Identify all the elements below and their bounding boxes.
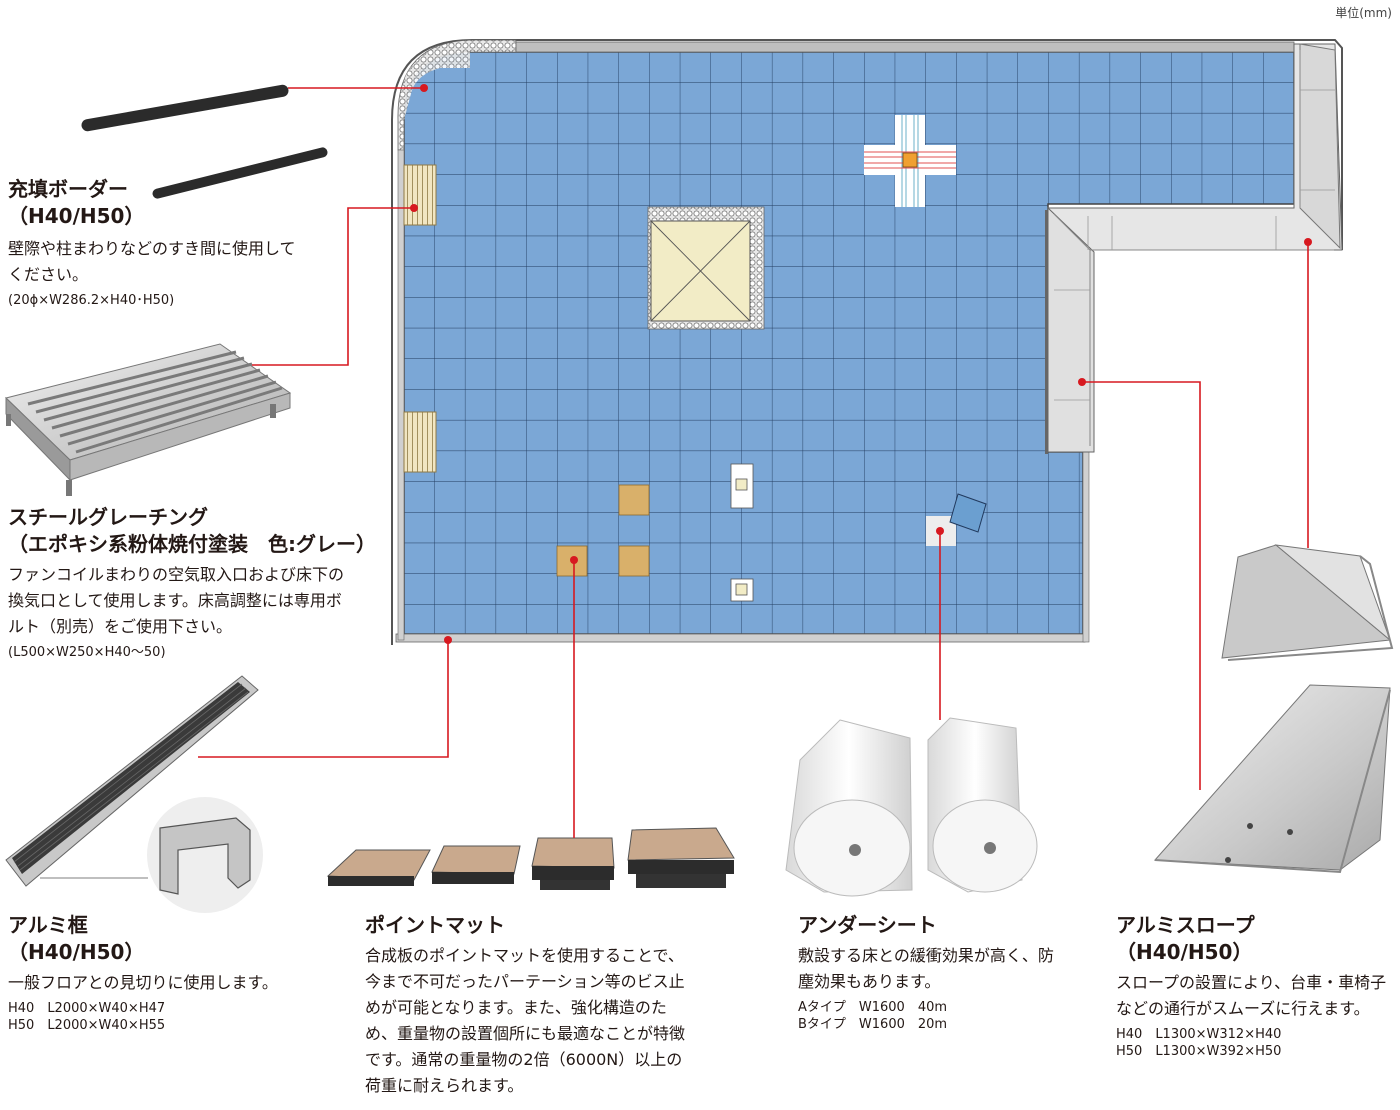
steel-grating-title-1: スチールグレーチング <box>8 505 208 529</box>
alumi-frame-block: アルミ框 （H40/H50） 一般フロアとの見切りに使用します。 H40 L20… <box>8 912 308 1034</box>
alumi-frame-photo <box>5 675 263 913</box>
under-sheet-photo <box>785 717 1038 897</box>
steel-grating-block: スチールグレーチング （エポキシ系粉体焼付塗装 色:グレー） ファンコイルまわり… <box>8 504 376 661</box>
under-sheet-desc: 敷設する床との緩衝効果が高く、防塵効果もあります。 <box>798 946 1054 991</box>
filler-border-title-2: （H40/H50） <box>8 204 145 228</box>
steel-grating-desc: ファンコイルまわりの空気取入口および床下の換気口として使用します。床高調整には専… <box>8 565 345 636</box>
filler-border-photo <box>81 84 328 199</box>
under-sheet-title: アンダーシート <box>798 913 937 937</box>
alumi-frame-spec-2: H50 L2000×W40×H55 <box>8 1018 166 1033</box>
alumi-slope-title-2: （H40/H50） <box>1116 940 1253 964</box>
point-mat-photo <box>326 827 735 890</box>
steel-grating-spec: (L500×W250×H40～50) <box>8 645 166 660</box>
alumi-slope-spec-1: H40 L1300×W312×H40 <box>1116 1027 1282 1042</box>
alumi-slope-plan <box>1045 43 1343 454</box>
under-sheet-spec-1: Aタイプ W1600 40m <box>798 1000 948 1015</box>
leader-lines <box>198 87 1309 838</box>
filler-border-spec: (20ϕ×W286.2×H40･H50) <box>8 293 175 308</box>
cable-cross-plan <box>864 115 956 207</box>
under-sheet-block: アンダーシート 敷設する床との緩衝効果が高く、防塵効果もあります。 Aタイプ W… <box>798 912 1068 1033</box>
alumi-slope-block: アルミスロープ （H40/H50） スロープの設置により、台車・車椅子などの通行… <box>1116 912 1396 1060</box>
tiled-floor <box>403 51 1295 635</box>
alumi-slope-desc: スロープの設置により、台車・車椅子などの通行がスムーズに行えます。 <box>1116 973 1387 1018</box>
filler-border-desc: 壁際や柱まわりなどのすき間に使用してください。 <box>8 239 296 284</box>
under-sheet-spec-2: Bタイプ W1600 20m <box>798 1017 948 1032</box>
point-mat-desc: 合成板のポイントマットを使用することで、今まで不可だったパーテーション等のビス止… <box>365 946 686 1095</box>
alumi-frame-title-2: （H40/H50） <box>8 940 145 964</box>
alumi-slope-photo <box>1153 544 1394 874</box>
alumi-slope-spec-2: H50 L1300×W392×H50 <box>1116 1044 1282 1059</box>
steel-grating-title-2: （エポキシ系粉体焼付塗装 色:グレー） <box>8 532 376 556</box>
filler-border-title-1: 充填ボーダー <box>8 177 128 201</box>
outlet-plan <box>730 463 754 602</box>
alumi-slope-title-1: アルミスロープ <box>1116 913 1255 937</box>
alumi-frame-spec-1: H40 L2000×W40×H47 <box>8 1001 166 1016</box>
unit-label: 単位(mm) <box>1335 6 1392 20</box>
alumi-frame-title-1: アルミ框 <box>8 913 88 937</box>
leader-dots <box>410 84 1312 644</box>
point-mat-block: ポイントマット 合成板のポイントマットを使用することで、今まで不可だったパーテー… <box>365 912 695 1099</box>
column-plan <box>647 206 765 330</box>
grating-plan <box>403 164 437 473</box>
filler-border-block: 充填ボーダー （H40/H50） 壁際や柱まわりなどのすき間に使用してください。… <box>8 176 308 309</box>
point-mat-title: ポイントマット <box>365 913 505 937</box>
steel-grating-photo <box>5 343 292 496</box>
alumi-frame-desc: 一般フロアとの見切りに使用します。 <box>8 973 278 992</box>
